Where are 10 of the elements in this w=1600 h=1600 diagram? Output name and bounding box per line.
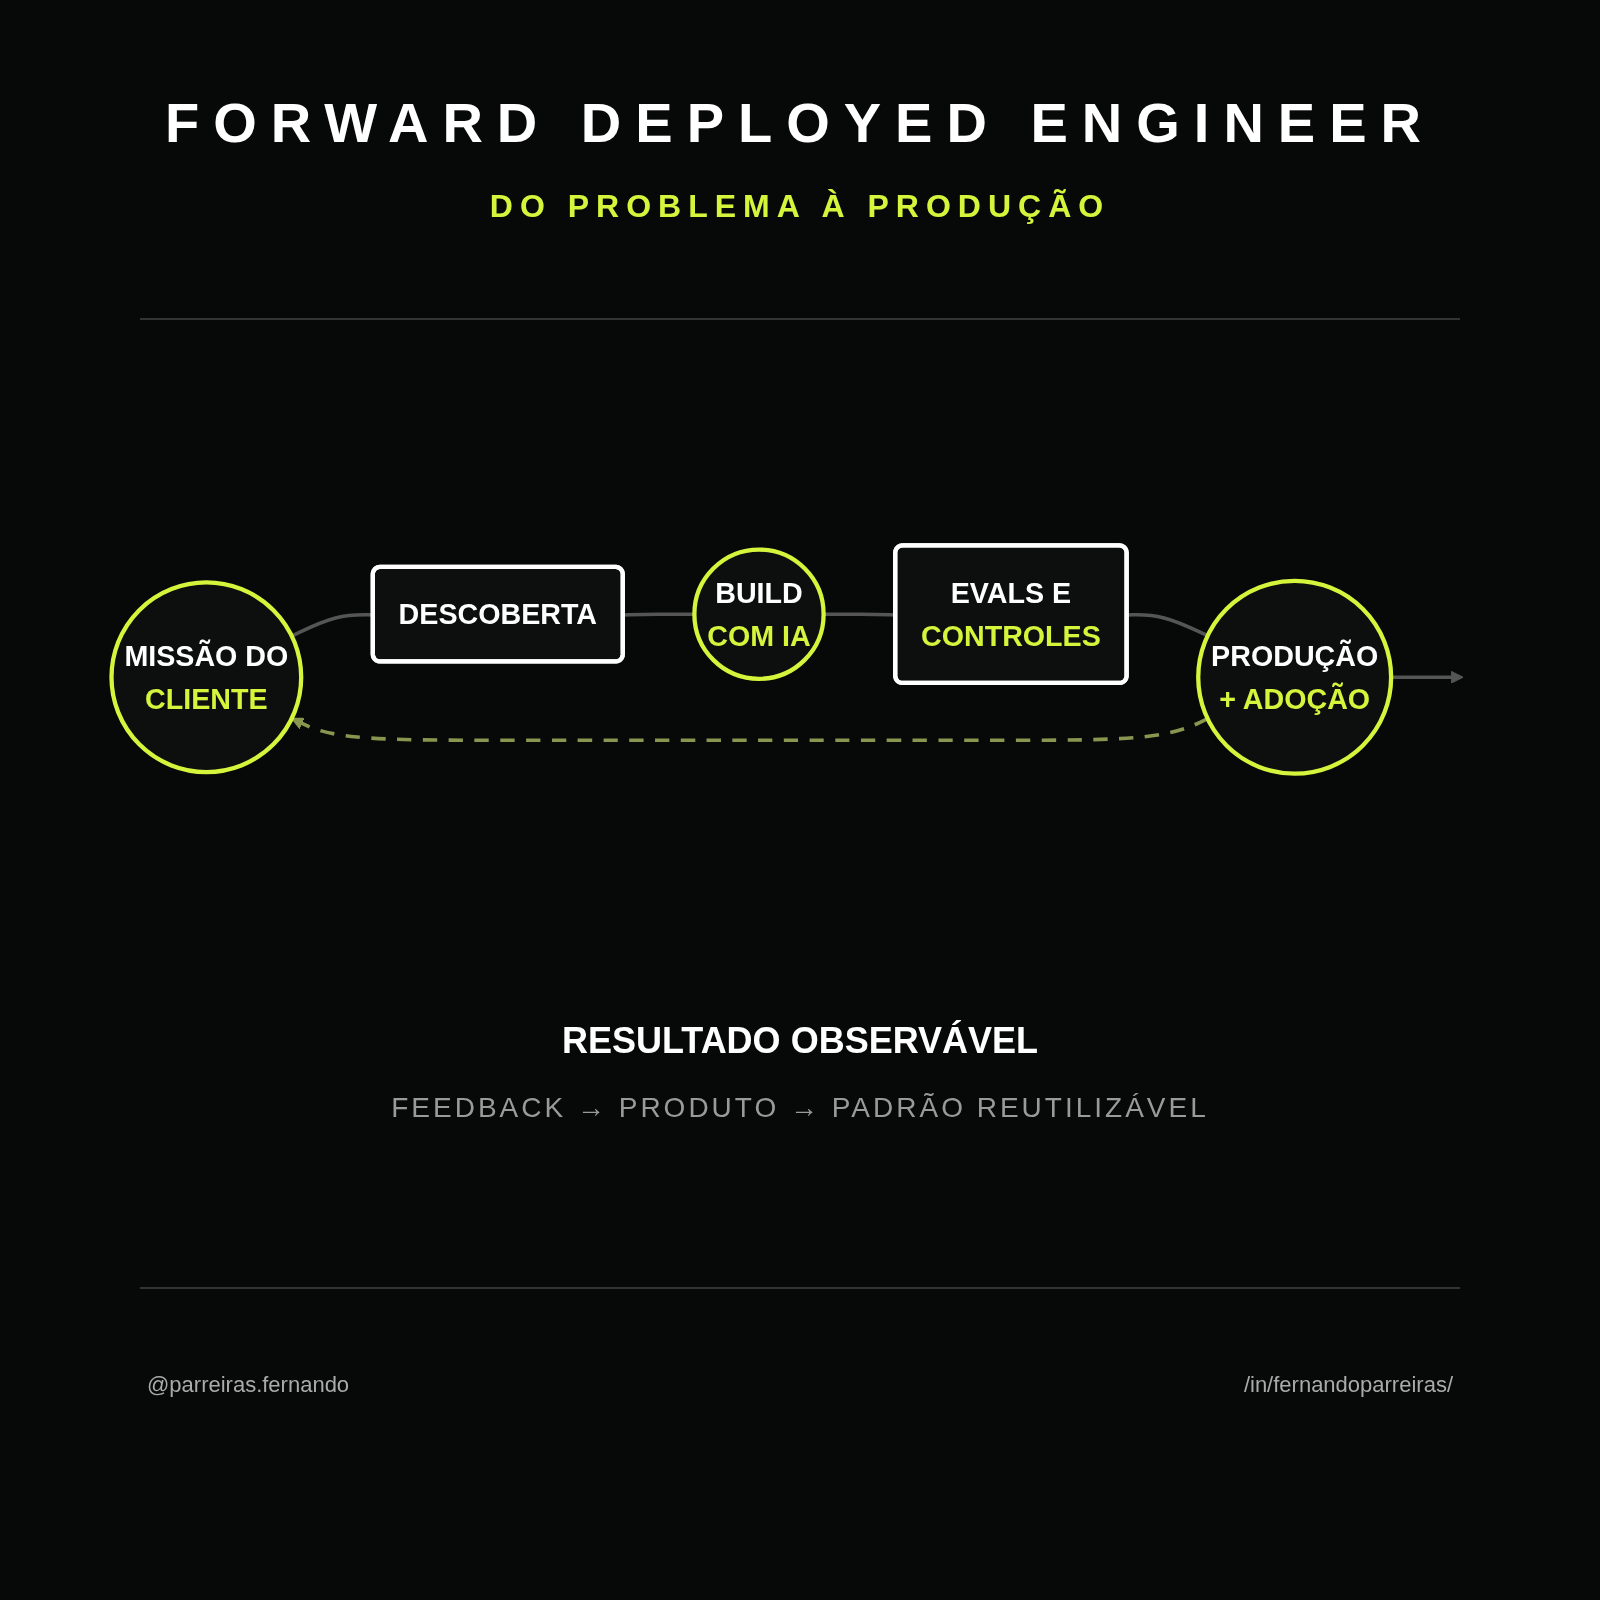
flow-text: FEEDBACK → PRODUTO → PADRÃO REUTILIZÁVEL <box>390 1092 1210 1124</box>
section-heading: RESULTADO OBSERVÁVEL <box>560 1020 1040 1062</box>
handle-text: @parreiras.fernando <box>147 1372 350 1398</box>
profile-path: /in/fernandoparreiras/ <box>1243 1372 1453 1398</box>
subtitle: DO PROBLEMA À PRODUÇÃO <box>488 188 1112 225</box>
title: FORWARD DEPLOYED ENGINEER <box>164 90 1436 155</box>
node-circle: PRODUÇÃO + ADOÇÃO <box>1196 579 1394 777</box>
node-circle: MISSÃO DO CLIENTE <box>109 580 304 775</box>
connector <box>291 613 374 639</box>
node-circle: BUILD COM IA <box>692 547 826 682</box>
